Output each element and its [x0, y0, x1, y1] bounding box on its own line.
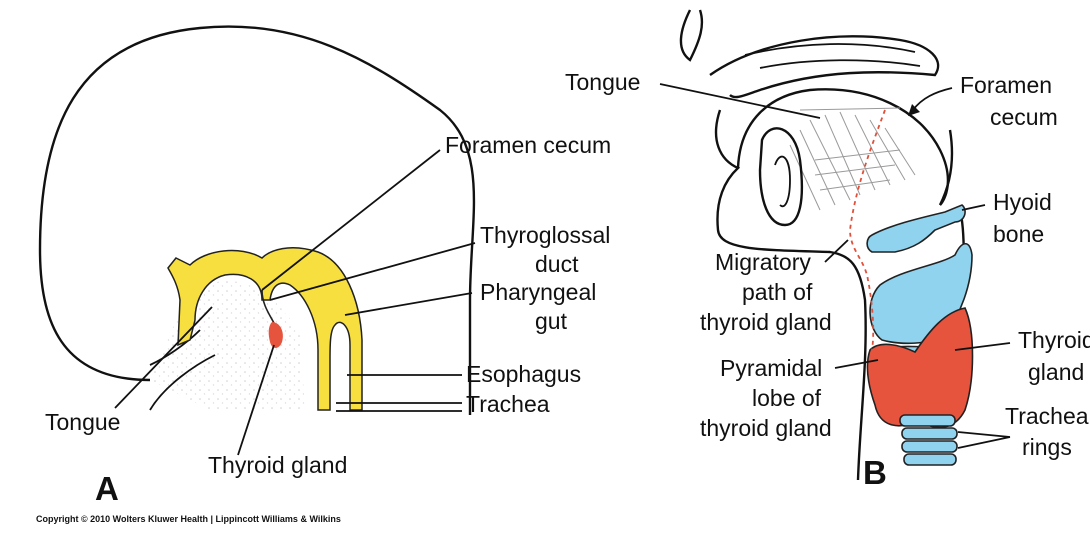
mandible — [760, 128, 802, 225]
label-foramen-cecum-a: Foramen cecum — [445, 132, 611, 158]
panel-b: Tongue Foramen cecum Hyoid bone Migrator… — [565, 10, 1090, 491]
label-bone-b: bone — [993, 221, 1044, 247]
label-cecum-b: cecum — [990, 104, 1058, 130]
label-migratory-b: Migratory — [715, 249, 811, 275]
tongue-fibers — [790, 108, 915, 210]
palate-outline — [681, 10, 938, 97]
label-foramen-b: Foramen — [960, 72, 1052, 98]
label-gut-a: gut — [535, 308, 568, 334]
label-gland-b: gland — [1028, 359, 1084, 385]
pointer-foramen-cecum — [262, 150, 440, 290]
label-path-of-b: path of — [742, 279, 813, 305]
label-pharyngeal-a: Pharyngeal — [480, 279, 596, 305]
label-lobe-of-b: lobe of — [752, 385, 822, 411]
mandible-inner — [775, 157, 790, 207]
label-rings-b: rings — [1022, 434, 1072, 460]
pointer-tongue-b — [660, 84, 820, 118]
label-thyroid-gland-mig-b: thyroid gland — [700, 309, 832, 335]
pointer-arrowhead — [908, 104, 920, 116]
tracheal-rings — [900, 415, 957, 465]
label-duct-a: duct — [535, 251, 579, 277]
label-thyroid-gland-pyr-b: thyroid gland — [700, 415, 832, 441]
label-trachea-a: Trachea — [466, 391, 550, 417]
label-thyroglossal-a: Thyroglossal — [480, 222, 610, 248]
label-tongue-b: Tongue — [565, 69, 640, 95]
label-tracheal-b: Tracheal — [1005, 403, 1090, 429]
label-hyoid-b: Hyoid — [993, 189, 1052, 215]
pointer-pharyngeal-gut — [345, 293, 472, 315]
label-esophagus-a: Esophagus — [466, 361, 581, 387]
pointer-hyoid-bone — [962, 205, 985, 210]
label-thyroid-gland-a: Thyroid gland — [208, 452, 347, 478]
hyoid-bone — [867, 205, 965, 252]
pointer-foramen-cecum-b — [913, 88, 952, 110]
copyright-notice: Copyright © 2010 Wolters Kluwer Health |… — [36, 514, 341, 524]
panel-letter-a: A — [95, 470, 119, 507]
label-tongue-a: Tongue — [45, 409, 120, 435]
panel-letter-b: B — [863, 454, 887, 491]
pharyngeal-floor-region — [150, 281, 305, 410]
panel-a: Foramen cecum Thyroglossal duct Pharynge… — [40, 27, 611, 507]
label-pyramidal-b: Pyramidal — [720, 355, 822, 381]
label-thyroid-b: Thyroid — [1018, 327, 1090, 353]
pointer-tracheal-rings — [958, 432, 1010, 448]
